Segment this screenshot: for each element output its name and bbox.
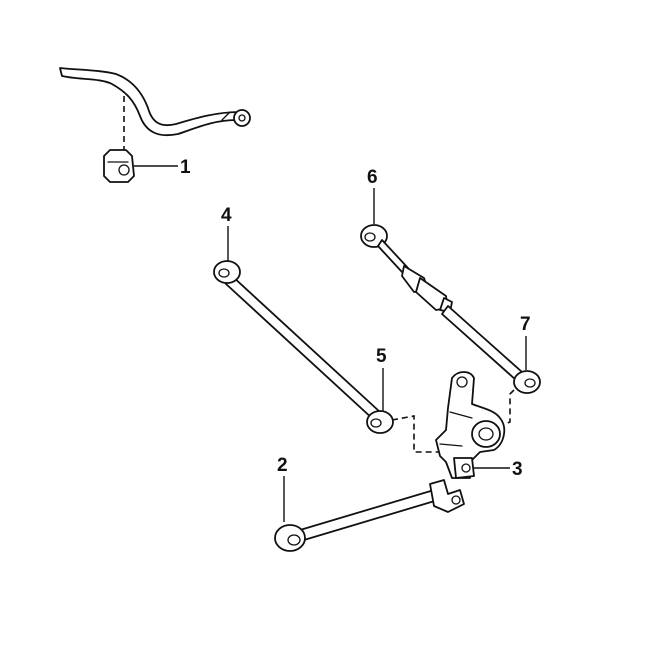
callout-4: 4 <box>221 205 232 226</box>
lower-arm-2 <box>274 479 465 552</box>
callout-7: 7 <box>520 314 531 335</box>
stabilizer-bar <box>59 67 251 137</box>
callout-5: 5 <box>376 346 387 367</box>
callout-1: 1 <box>180 157 191 178</box>
steering-knuckle <box>435 371 506 479</box>
callout-2: 2 <box>277 455 288 476</box>
control-arm-4 <box>213 260 394 434</box>
stabilizer-bushing <box>103 149 135 183</box>
arm-4-guide-line <box>391 415 444 453</box>
callout-6: 6 <box>367 167 378 188</box>
callout-3: 3 <box>512 459 523 480</box>
toe-control-rod <box>360 224 541 394</box>
